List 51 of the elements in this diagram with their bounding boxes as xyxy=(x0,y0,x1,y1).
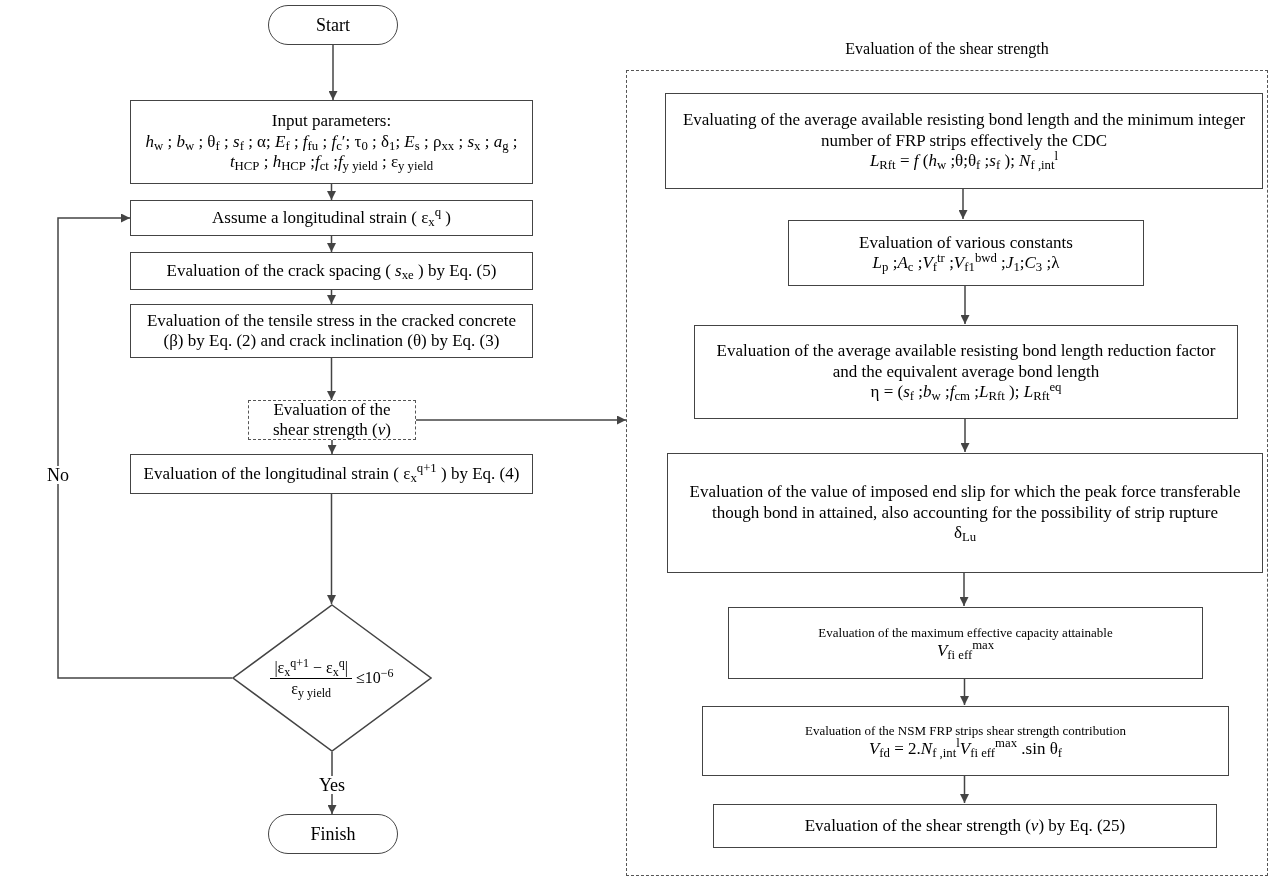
step-text: Input parameters: xyxy=(271,111,392,132)
arrow xyxy=(327,183,336,201)
process-box xyxy=(130,252,533,290)
arrow xyxy=(959,571,969,607)
arrow xyxy=(327,289,336,305)
arrow xyxy=(327,235,336,253)
terminal-pill xyxy=(268,814,398,854)
arrow xyxy=(958,187,968,220)
process-box xyxy=(702,706,1229,776)
group-heading: Evaluation of the shear strength xyxy=(844,39,1050,60)
arrow xyxy=(328,44,338,101)
process-box xyxy=(130,454,533,494)
process-box xyxy=(713,804,1217,848)
arrow xyxy=(960,284,970,325)
formula-text: h$_{w}$ ; b$_{w}$ ; θ$_{f}$ ; s$_{f}$ ; α; E$_{f}$ ; f$_{fu}$ ; f$_{c}$′; τ$_{0}$ ; δ$_{1}$; E$_{s}$ ; ρ$_{xx}$ ; s$_{x}$ ; a$_{g}$ ; t$_{HCP}$ ; h$_{HCP}$ ;f$_{ct}$ ;f$_{y yield}$ ; ε$_{y yield}$ xyxy=(144,131,519,173)
process-box xyxy=(130,304,533,358)
process-box xyxy=(788,220,1144,286)
step-text: Evaluation of various constants xyxy=(859,232,1073,253)
step-text: Evaluation of the maximum effective capacity attainable xyxy=(818,625,1113,641)
arrow xyxy=(960,677,969,706)
decision-diamond xyxy=(232,604,432,752)
step-text: Evaluation of the crack spacing ( s$_{xe}$ ) by Eq. (5) xyxy=(166,260,497,282)
process-box xyxy=(694,325,1238,419)
formula-text: V$_{fd}$ = 2.N$_{f ,int}$$^{l}$V$_{fi eff}$$^{max}$ .sin θ$_{f}$ xyxy=(868,738,1063,759)
step-text: Evaluation of the shear strength (v) by Eq. (25) xyxy=(804,815,1126,837)
terminal-text: Finish xyxy=(310,822,356,846)
process-box xyxy=(665,93,1263,189)
condition-denominator: ε$_{y yield}$ xyxy=(291,678,332,699)
condition-numerator: |ε$_{x}$$^{q+1}$ − ε$_{x}$$^{q}$| xyxy=(270,657,353,679)
arrow xyxy=(327,493,336,605)
step-text: Assume a longitudinal strain ( ε$_{x}$$^{q}$ ) xyxy=(212,207,451,229)
formula-text: δ$_{Lu}$ xyxy=(953,523,977,544)
arrow xyxy=(415,415,627,425)
step-text: Evaluation of the longitudinal strain ( ε$_{x}$$^{q+1}$ ) by Eq. (4) xyxy=(143,463,520,485)
arrow xyxy=(960,417,970,453)
process-box xyxy=(130,200,533,236)
arrow xyxy=(57,213,233,679)
arrow xyxy=(960,774,969,804)
dashed-process-box xyxy=(248,400,416,440)
step-text: Evaluation of the NSM FRP strips shear strength contribution xyxy=(805,723,1126,739)
terminal-pill xyxy=(268,5,398,45)
formula-text: L$_{p}$ ;A$_{c}$ ;V$_{f}$$^{tr}$ ;V$_{f1}$$^{bwd}$ ;J$_{1}$;C$_{3}$ ;λ xyxy=(872,253,1060,274)
arrow xyxy=(327,357,336,401)
process-box xyxy=(130,100,533,184)
arrow xyxy=(327,439,337,455)
process-box xyxy=(667,453,1263,573)
step-text: Evaluation of the shear strength (v) xyxy=(272,399,392,441)
terminal-text: Start xyxy=(316,13,350,37)
process-box xyxy=(728,607,1203,679)
step-text: Evaluation of the tensile stress in the cracked concrete (β) by Eq. (2) and crack inclination (θ) by Eq. (3) xyxy=(145,310,518,352)
condition-threshold: ≤10$^{−6}$ xyxy=(356,666,394,688)
